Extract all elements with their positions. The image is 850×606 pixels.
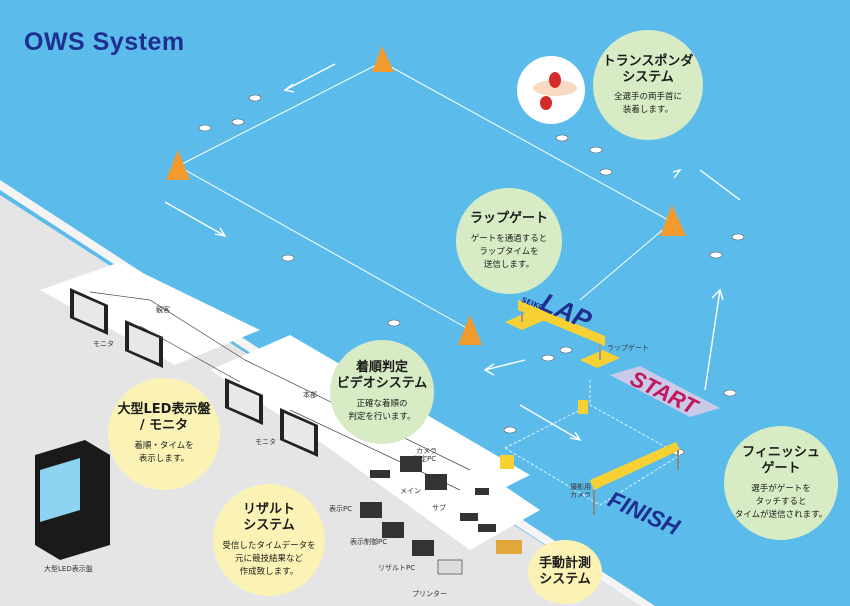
- buoy-right: [660, 205, 686, 236]
- monitor-label-1: モニタ: [93, 340, 114, 348]
- camera-pc-label-2: 判定PC: [413, 455, 437, 463]
- led-board: [35, 440, 110, 560]
- swimmers: [198, 94, 745, 456]
- main-pc-label: メイン: [400, 487, 421, 495]
- finish-gate-desc-3: タイムが送信されます。: [734, 509, 828, 520]
- led-desc: 着順・タイムを: [134, 441, 194, 451]
- result-desc-2: 元に競技結果など: [234, 553, 303, 564]
- video-title: 着順判定: [355, 360, 408, 375]
- buoy-bottom: [458, 315, 482, 345]
- printer: [437, 559, 463, 575]
- result-title: リザルト: [242, 501, 295, 517]
- course-lines: [177, 61, 673, 331]
- transponder-desc-2: 装着します。: [622, 104, 674, 115]
- lap-gate-desc: ゲートを通過すると: [470, 233, 548, 244]
- headquarters-label: 本部: [303, 391, 317, 399]
- camera-label-1: 撮影用: [570, 483, 591, 491]
- video-desc-2: 判定を行います。: [348, 412, 416, 422]
- page-title: OWS System: [24, 28, 185, 56]
- video-desc: 正確な着順の: [356, 399, 408, 409]
- video-system-bubble: 着順判定 ビデオシステム 正確な着順の 判定を行います。: [330, 340, 434, 444]
- led-board-label: 大型LED表示盤: [44, 565, 93, 573]
- finish-gate-bubble: フィニッシュ ゲート 選手がゲートを タッチすると タイムが送信されます。: [724, 426, 838, 540]
- finish-gate-title: フィニッシュ: [742, 444, 820, 460]
- transponder-bubble: トランスポンダ システム 全選手の両手首に 装着します。: [593, 30, 703, 140]
- buoy-left: [166, 150, 190, 180]
- audience-area: [40, 262, 260, 365]
- lap-gate-title: ラップゲート: [469, 210, 548, 226]
- camera-pc-label: カメラ: [416, 447, 437, 455]
- manual-title-2: システム: [539, 572, 591, 587]
- display-pc-label: 表示PC: [329, 505, 353, 513]
- finish-gate-title-2: ゲート: [761, 460, 801, 476]
- transponder-title: トランスポンダ: [602, 53, 694, 69]
- result-desc-3: 作成致します。: [239, 566, 299, 577]
- start-banner: [610, 366, 720, 417]
- finish-gate: [500, 400, 680, 515]
- monitor-screens: [74, 293, 314, 452]
- sub-pc-label: サブ: [432, 504, 446, 512]
- led-monitor-bubble: 大型LED表示盤 / モニタ 着順・タイムを 表示します。: [108, 378, 220, 490]
- pcs: [360, 456, 496, 556]
- audience-label: 観客: [156, 306, 170, 314]
- led-desc-2: 表示します。: [138, 454, 190, 464]
- monitor-label-2: モニタ: [255, 438, 276, 446]
- result-pc-label: リザルトPC: [378, 564, 416, 572]
- manual-timing-bubble: 手動計測 システム: [528, 540, 602, 604]
- lap-gate-desc-3: 送信します。: [483, 259, 535, 270]
- camera-label-2: カメラ: [570, 491, 591, 499]
- finish-gate-desc: 選手がゲートを: [751, 483, 811, 494]
- buoy-top: [372, 46, 394, 72]
- manual-timer: [496, 540, 522, 554]
- result-system-bubble: リザルト システム 受信したタイムデータを 元に競技結果など 作成致します。: [213, 484, 325, 596]
- lap-gate-bubble: ラップゲート ゲートを通過すると ラップタイムを 送信します。: [456, 188, 562, 294]
- display-control-pc-label: 表示制御PC: [350, 538, 388, 546]
- lap-gate: [505, 300, 620, 368]
- led-title: 大型LED表示盤: [117, 402, 211, 417]
- transponder-title-2: システム: [622, 69, 674, 85]
- finish-gate-desc-2: タッチすると: [755, 496, 807, 507]
- printer-label: プリンター: [412, 590, 447, 598]
- lap-gate-desc-2: ラップタイムを: [479, 246, 539, 257]
- buoys: [166, 46, 686, 345]
- manual-title: 手動計測: [538, 556, 591, 571]
- led-title-2: / モニタ: [139, 418, 189, 433]
- finish-area-lines: [504, 380, 681, 506]
- lap-gate-label: ラップゲート: [607, 344, 649, 352]
- video-title-2: ビデオシステム: [336, 376, 428, 391]
- race-arrows: [164, 63, 741, 442]
- transponder-illustration: [517, 56, 585, 124]
- result-desc: 受信したタイムデータを: [222, 540, 316, 551]
- result-title-2: システム: [243, 517, 295, 533]
- transponder-desc: 全選手の両手首に: [613, 91, 682, 102]
